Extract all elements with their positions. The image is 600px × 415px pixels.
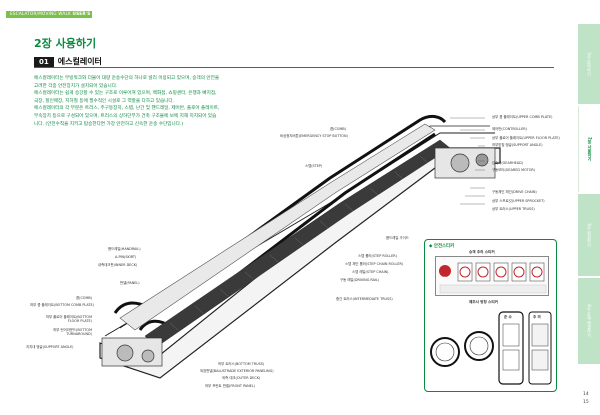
callout-bottom-floor-plate: 하부 플로어 플레이트(BOTTOM FLOOR PLATE) bbox=[45, 315, 92, 323]
page-number-left: 14 bbox=[583, 392, 589, 397]
callout-upper-comb-plate: 상부 콤 플레이트(UPPER COMB PLATE) bbox=[492, 115, 553, 119]
callout-bottom-truss: 하부 트러스(BOTTOM TRUSS) bbox=[218, 362, 265, 366]
callout-a-pin: A-PIN(SKIRT) bbox=[115, 255, 137, 259]
passenger-caution-label: 승객 주의 스티커 bbox=[469, 250, 495, 254]
callout-handrail-guide: 핸드레일 가이드 bbox=[386, 236, 409, 240]
tab-chapter-2[interactable]: 2장 사용하기 bbox=[578, 106, 600, 192]
section-heading: 01 에스컬레이터 bbox=[34, 56, 102, 67]
callout-step-roller: 스텝 롤러(STEP ROLLER) bbox=[358, 254, 397, 258]
header-band bbox=[6, 11, 92, 18]
page-number-right: 15 bbox=[583, 400, 589, 405]
header-brand: ESCALATOR/MOVING WALK bbox=[10, 11, 71, 16]
header-manual: USER'S MANUAL bbox=[72, 11, 114, 16]
callout-outer-deck: 외측 데크(OUTER DECK) bbox=[222, 376, 261, 380]
callout-drive-chain: 구동체인 체인(DRIVE CHAIN) bbox=[492, 190, 537, 194]
callout-support-angle: 하부받침 앵글(SUPPORT ANGLE) bbox=[492, 143, 543, 147]
callout-step-rail: 스텝 레일(STEP CHAIN) bbox=[352, 270, 389, 274]
tab-label: 4장 문제 해결하기 bbox=[587, 304, 592, 338]
upper-machinery bbox=[434, 147, 496, 179]
intro-line: 에스컬레이터는 쉽게 승강할 수 있는 구조로 이루어져 있으며, 백화점, 쇼… bbox=[34, 91, 217, 97]
safety-title: ◆ 안전스티커 bbox=[429, 244, 455, 249]
tab-chapter-3[interactable]: 3장 점검하기 bbox=[578, 194, 600, 276]
tab-chapter-1[interactable]: 1장 준비하기 bbox=[578, 24, 600, 104]
tab-label: 2장 사용하기 bbox=[587, 136, 593, 162]
balustrade bbox=[119, 123, 436, 331]
intro-line: 에스컬레이터의 각 부분은 트러스, 주구동장치, 스텝, 난간 및 핸드레일,… bbox=[34, 106, 220, 112]
manufacturer-stickers bbox=[430, 311, 552, 385]
callout-handrail: 핸드레일(HANDRAIL) bbox=[108, 247, 141, 251]
intro-paragraph: 에스컬레이터는 무빙워크와 더불어 대량 운송수단의 하나로 널리 이용되고 있… bbox=[34, 75, 274, 128]
intro-line: 니다. (안전수칙을 지키고 탑승한다면 가장 안전하고 신속한 운송 수단입니… bbox=[34, 121, 184, 127]
caution-icons bbox=[439, 262, 547, 294]
section-divider bbox=[34, 67, 554, 68]
tab-label: 3장 점검하기 bbox=[587, 223, 592, 247]
section-number: 01 bbox=[34, 56, 54, 67]
ju-ui-label: 주 의 bbox=[533, 315, 541, 319]
callout-emergency-stop: 비상정지버튼(EMERGENCY STOP BUTTON) bbox=[280, 134, 348, 138]
callout-front-panel: 하부 프런트 판넬(FRONT PANEL) bbox=[205, 384, 256, 388]
callout-comb-lower: 콤(COMB) bbox=[76, 296, 93, 300]
leader-lines bbox=[450, 117, 485, 205]
stop-label: 정지 bbox=[441, 276, 447, 280]
callout-exterior-paneling: 외장판넬(BALUSTRADE EXTERIOR PANELING) bbox=[200, 369, 274, 373]
callout-upper-truss: 상부 트러스(UPPER TRUSS) bbox=[492, 207, 535, 211]
callout-step: 스텝(STEP) bbox=[305, 164, 323, 168]
safety-sticker-panel: ◆ 안전스티커 승객 주의 스티커 정지 제조사 명칭 스티커 bbox=[424, 239, 557, 392]
lower-machinery bbox=[101, 337, 163, 367]
intro-line: 에스컬레이터는 무빙워크와 더불어 대량 운송수단의 하나로 널리 이용되고 있… bbox=[34, 76, 220, 81]
manufacturer-label: 제조사 명칭 스티커 bbox=[469, 300, 498, 304]
callout-panel: 판넬(PANEL) bbox=[120, 281, 140, 285]
intro-line: 고려한 각종 안전장치가 설치되어 있습니다. bbox=[34, 83, 118, 89]
tab-chapter-4[interactable]: 4장 문제 해결하기 bbox=[578, 278, 600, 364]
callout-upper-floor-plate: 상부 플로어 플레이트(UPPER FLOOR PLATE) bbox=[492, 136, 560, 140]
callout-inner-deck: 내측데크판(INNER DECK) bbox=[98, 263, 138, 267]
callout-upper-sprocket: 상부 스프로킷(UPPER SPROCKET) bbox=[492, 199, 545, 203]
callout-step-chain-roller: 스텝 체인 롤러(STEP CHAIN ROLLER) bbox=[345, 262, 404, 266]
callout-bottom-comb-plate: 하부 콤 플레이트(BOTTOM COMB PLATE) bbox=[30, 303, 94, 307]
header-label: ESCALATOR/MOVING WALK USER'S MANUAL bbox=[10, 11, 113, 16]
chapter-tabs: 1장 준비하기 2장 사용하기 3장 점검하기 4장 문제 해결하기 bbox=[578, 24, 600, 364]
callout-geared-motor: 구동모터(GEARED MOTOR) bbox=[492, 168, 536, 172]
passenger-caution-sticker: 정지 bbox=[435, 256, 549, 296]
steps bbox=[144, 139, 451, 349]
callout-driving-rail: 구동 레일(DRIVING RAIL) bbox=[340, 278, 380, 282]
chapter-title: 2장 사용하기 bbox=[34, 37, 97, 50]
callout-bottom-turnaround: 하부 턴어라운드(BOTTOM TURNAROUND) bbox=[53, 328, 92, 336]
callout-intermediate-truss: 중간 트러스(INTERMEDIATE TRUSS) bbox=[336, 297, 393, 301]
callout-support-angle-lower: 지지대 앵글(SUPPORT ANGLE) bbox=[26, 345, 74, 349]
tab-label: 1장 준비하기 bbox=[587, 52, 592, 76]
callout-gearhead: 감속기(GEARHEAD) bbox=[492, 161, 524, 165]
step-lines bbox=[169, 155, 429, 331]
joon-su-label: 준 수 bbox=[504, 315, 512, 319]
escalator-diagram bbox=[99, 114, 501, 379]
intro-line: 부속장치 등으로 구성되어 있으며, 트러스의 상하단부가 건축 구조물에 보에… bbox=[34, 113, 217, 119]
section-title: 에스컬레이터 bbox=[57, 57, 102, 66]
callout-controller: 제어반(CONTROLLER) bbox=[492, 127, 527, 131]
intro-line: 극장, 할인매장, 지하철 등에 필수적인 시설로 그 역할을 다하고 있습니다… bbox=[34, 98, 175, 104]
callout-comb: 콤(COMB) bbox=[330, 127, 347, 131]
